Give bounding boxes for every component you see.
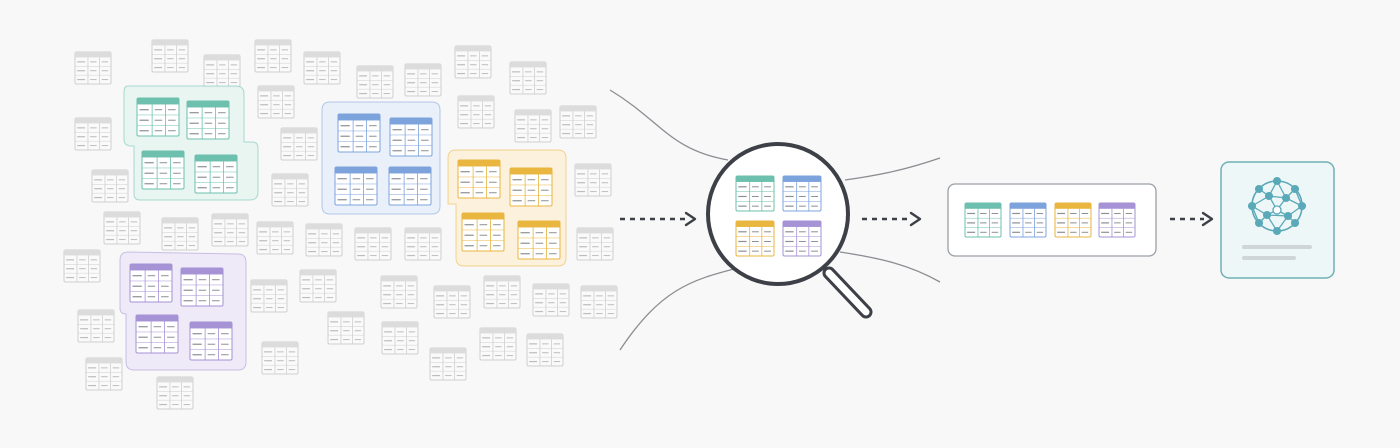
network-sphere-icon (1247, 176, 1307, 236)
grey-table-icon (574, 163, 612, 197)
cluster-blue (321, 101, 441, 215)
blue-table-icon (334, 166, 378, 206)
purple-table-icon (1098, 202, 1136, 238)
grey-table-icon (161, 217, 199, 251)
flow-curve-bottom-left (619, 267, 739, 351)
grey-table-icon (250, 279, 288, 313)
grey-table-icon (156, 376, 194, 410)
grey-table-icon (63, 249, 101, 283)
teal-table-icon (136, 97, 180, 137)
purple-table-icon (782, 220, 822, 257)
grey-table-icon (280, 127, 318, 161)
grey-table-icon (526, 333, 564, 367)
cluster-gold (447, 149, 567, 267)
gold-table-icon (461, 212, 505, 252)
grey-table-icon (85, 357, 123, 391)
grey-table-icon (327, 311, 365, 345)
grey-table-icon (404, 227, 442, 261)
grey-table-icon (254, 39, 292, 73)
grey-table-icon (211, 213, 249, 247)
purple-table-icon (129, 263, 173, 303)
grey-table-icon (514, 109, 552, 143)
grey-table-icon (576, 227, 614, 261)
teal-table-icon (141, 150, 185, 190)
model-stage (1220, 161, 1335, 279)
grey-table-icon (151, 39, 189, 73)
purple-table-icon (189, 321, 233, 361)
arrow-to-model (1170, 211, 1214, 227)
grey-table-icon (509, 61, 547, 95)
placeholder-line (1242, 245, 1312, 249)
blue-table-icon (782, 175, 822, 212)
grey-table-icon (532, 283, 570, 317)
grey-table-icon (305, 223, 343, 257)
teal-table-icon (194, 154, 238, 194)
grey-table-icon (74, 117, 112, 151)
selected-tables-box (947, 183, 1157, 257)
grey-table-icon (381, 321, 419, 355)
grey-table-icon (454, 45, 492, 79)
teal-table-icon (186, 100, 230, 140)
gold-table-icon (457, 159, 501, 199)
grey-table-icon (303, 51, 341, 85)
grey-table-icon (203, 54, 241, 88)
grey-table-icon (261, 341, 299, 375)
grey-table-icon (257, 85, 295, 119)
grey-table-icon (559, 105, 597, 139)
cluster-teal (123, 85, 259, 201)
gold-table-icon (1054, 202, 1092, 238)
grey-table-icon (429, 347, 467, 381)
grey-table-icon (580, 285, 618, 319)
purple-table-icon (135, 314, 179, 354)
gold-table-icon (735, 220, 775, 257)
grey-table-icon (457, 95, 495, 129)
teal-table-icon (964, 202, 1002, 238)
flow-curve-top-right (844, 157, 941, 181)
cluster-purple (119, 251, 247, 371)
blue-table-icon (337, 113, 381, 153)
magnifier-icon (706, 142, 873, 319)
grey-table-icon (483, 275, 521, 309)
grey-table-icon (91, 169, 129, 203)
arrow-to-selected (862, 211, 922, 227)
search-stage (706, 142, 873, 319)
arrow-to-search (620, 211, 697, 227)
gold-table-icon (517, 220, 561, 260)
grey-table-icon (256, 221, 294, 255)
grey-table-icon (356, 65, 394, 99)
flow-lines (609, 89, 1214, 351)
teal-table-icon (735, 175, 775, 212)
placeholder-line (1242, 256, 1296, 260)
table-clusters (119, 85, 567, 371)
grey-table-icon (299, 269, 337, 303)
selected-tables-stage (947, 183, 1157, 257)
grey-table-icon (433, 285, 471, 319)
blue-table-icon (389, 117, 433, 157)
grey-table-icon (404, 63, 442, 97)
grey-table-icon (380, 275, 418, 309)
grey-table-icon (103, 211, 141, 245)
purple-table-icon (180, 267, 224, 307)
table-lake (63, 39, 618, 410)
blue-table-icon (388, 166, 432, 206)
flow-curve-top-left (609, 89, 729, 161)
grey-table-icon (271, 173, 309, 207)
grey-table-icon (77, 309, 115, 343)
blue-table-icon (1009, 202, 1047, 238)
grey-table-icon (74, 51, 112, 85)
grey-table-icon (354, 227, 392, 261)
gold-table-icon (509, 167, 553, 207)
flow-curve-bottom-right (839, 251, 941, 283)
grey-table-icon (479, 327, 517, 361)
